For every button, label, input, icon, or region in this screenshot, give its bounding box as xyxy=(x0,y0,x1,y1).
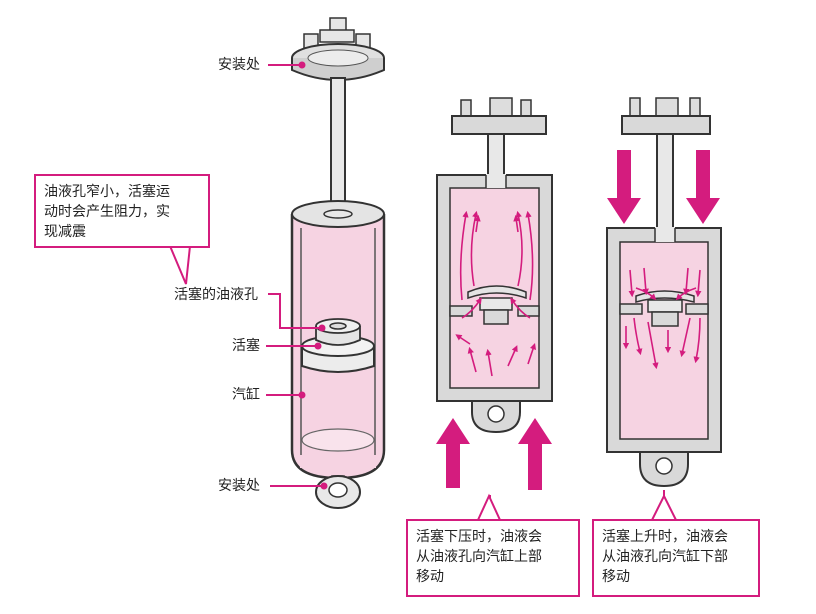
extension-diagram xyxy=(607,98,721,520)
compression-callout-tail xyxy=(478,496,500,520)
top-mount xyxy=(292,18,384,80)
extension-cylinder xyxy=(607,227,721,452)
label-piston: 活塞 xyxy=(232,338,260,354)
label-cylinder: 汽缸 xyxy=(232,387,260,403)
callout-extend-line-3: 移动 xyxy=(602,567,750,587)
callout-extend-line-1: 活塞上升时，油液会 xyxy=(602,527,750,547)
compression-diagram xyxy=(436,98,552,520)
left-shock-absorber xyxy=(170,18,384,508)
callout-extend-line-2: 从油液孔向汽缸下部 xyxy=(602,547,750,567)
callout-orifice-line-1: 油液孔窄小，活塞运 xyxy=(44,182,200,202)
callout-compress-line-1: 活塞下压时，油液会 xyxy=(416,527,570,547)
compression-eye-mount xyxy=(472,401,520,432)
label-mount-top: 安装处 xyxy=(218,57,260,73)
extension-top-mount xyxy=(622,98,710,134)
label-mount-bottom: 安装处 xyxy=(218,478,260,494)
compression-top-mount xyxy=(452,98,546,134)
callout-tail xyxy=(170,246,190,284)
callout-compress-note: 活塞下压时，油液会 从油液孔向汽缸上部 移动 xyxy=(406,519,580,597)
callout-extend-note: 活塞上升时，油液会 从油液孔向汽缸下部 移动 xyxy=(592,519,760,597)
callout-orifice-note: 油液孔窄小，活塞运 动时会产生阻力，实 现减震 xyxy=(34,174,210,248)
extension-eye-mount xyxy=(640,452,688,486)
callout-orifice-line-2: 动时会产生阻力，实 xyxy=(44,202,200,222)
bottom-mount xyxy=(316,476,360,508)
callout-orifice-line-3: 现减震 xyxy=(44,222,200,242)
label-orifice: 活塞的油液孔 xyxy=(174,287,258,303)
callout-compress-line-3: 移动 xyxy=(416,567,570,587)
extension-callout-tail xyxy=(652,496,676,520)
callout-compress-line-2: 从油液孔向汽缸上部 xyxy=(416,547,570,567)
